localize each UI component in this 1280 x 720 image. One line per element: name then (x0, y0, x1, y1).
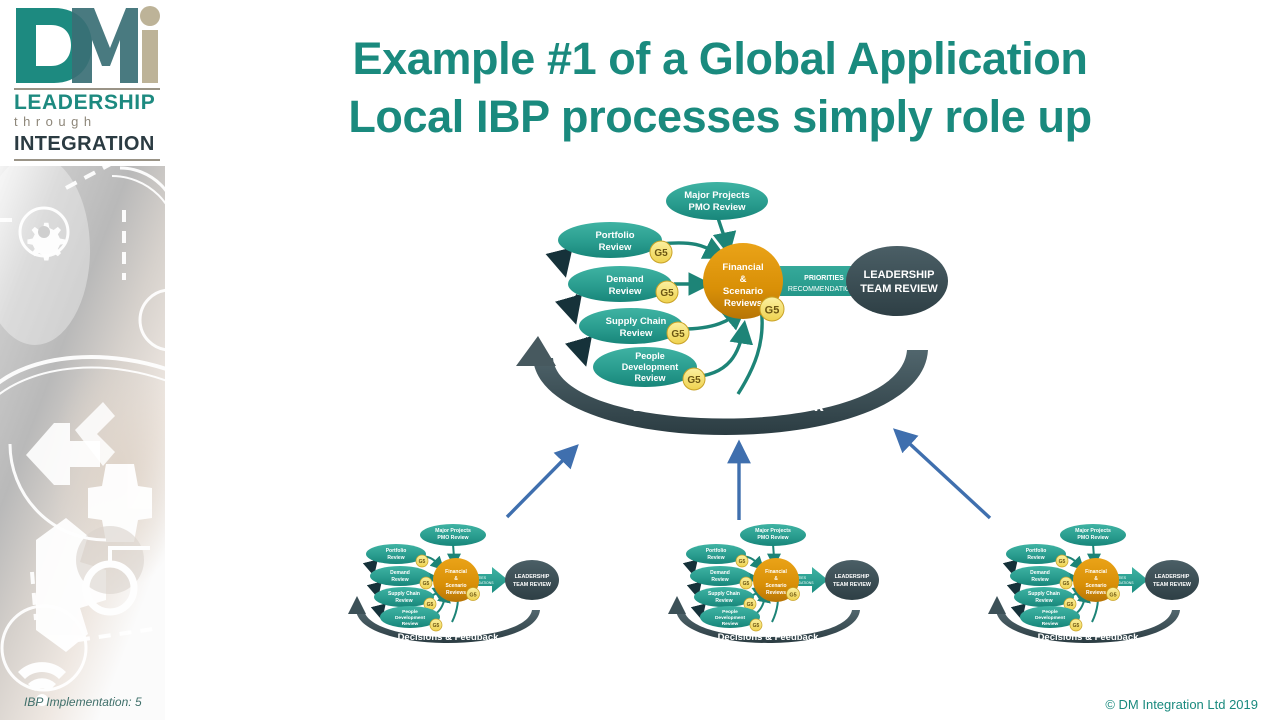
node-label-line-1: Demand (606, 274, 644, 285)
logo-through-text: through (14, 114, 97, 129)
priorities-arrow-label-2: RECOMMENDATIONS (788, 286, 861, 293)
node-label-line-1: Portfolio (595, 230, 634, 241)
node-label-line-1: Supply Chain (606, 316, 667, 327)
pmo-to-hub-connector (712, 217, 737, 257)
roll-up-arrow-right (893, 428, 992, 520)
logo-integration-text: INTEGRATION (14, 133, 155, 155)
node-label-line-2: TEAM REVIEW (860, 283, 938, 295)
node-leadership-team-review[interactable]: LEADERSHIP TEAM REVIEW (846, 246, 948, 316)
node-label-line-1: Financial (722, 262, 763, 273)
node-label-line-2: Development (622, 362, 679, 372)
stack-sequence-arrows (545, 246, 592, 367)
feedback-arc: Decisions & Feedback (516, 336, 928, 436)
page-title: Example #1 of a Global Application Local… (180, 30, 1260, 146)
gate-label: G5 (660, 288, 674, 299)
node-demand-review[interactable]: Demand Review (568, 266, 672, 302)
local-process-left[interactable] (348, 524, 559, 643)
gate-badge-portfolio: G5 (649, 240, 673, 264)
node-people-development-review[interactable]: People Development Review (593, 347, 697, 387)
logo-leadership-text: LEADERSHIP (14, 91, 156, 114)
gate-badge-people-development: G5 (682, 367, 706, 391)
title-line-1: Example #1 of a Global Application (352, 33, 1088, 84)
node-label-line-2: Review (599, 242, 632, 253)
footer-copyright: © DM Integration Ltd 2019 (1105, 697, 1258, 712)
node-label-line-2: Review (609, 286, 642, 297)
node-label-line-1: LEADERSHIP (864, 269, 935, 281)
gate-badge-demand: G5 (655, 280, 679, 304)
main-process-diagram: Decisions & Feedback PRIORITIES RECOMMEN… (516, 182, 948, 436)
node-label-line-1: People (635, 351, 665, 361)
local-process-center[interactable] (668, 524, 879, 643)
logo: LEADERSHIP through INTEGRATION (0, 0, 165, 166)
roll-up-arrow-left (505, 444, 579, 519)
node-label-line-2: Review (620, 328, 653, 339)
local-process-right[interactable] (988, 524, 1199, 643)
gate-label: G5 (654, 248, 668, 259)
gate-label: G5 (671, 329, 685, 340)
priorities-arrow-label-1: PRIORITIES (804, 275, 844, 282)
gate-label: G5 (687, 375, 701, 386)
node-label-line-2: PMO Review (688, 202, 746, 213)
logo-dmi-mark (16, 6, 160, 83)
footer-slide-label: IBP Implementation: 5 (24, 695, 142, 709)
title-line-2: Local IBP processes simply role up (348, 91, 1092, 142)
node-label-line-3: Scenario (723, 286, 763, 297)
gate-badge-supply-chain: G5 (666, 321, 690, 345)
gate-badge-financial-scenario: G5 (759, 296, 785, 322)
gate-label: G5 (765, 305, 780, 317)
logo-divider-top (14, 88, 160, 90)
node-label-line-4: Reviews (724, 298, 762, 309)
node-label-line-1: Major Projects (684, 190, 749, 201)
node-supply-chain-review[interactable]: Supply Chain Review (579, 308, 683, 344)
node-major-projects-pmo-review[interactable]: Major Projects PMO Review (666, 182, 768, 220)
feedback-arc-label: Decisions & Feedback (632, 395, 824, 415)
node-label-line-3: Review (634, 373, 666, 383)
logo-divider-bottom (14, 159, 160, 161)
node-financial-scenario-reviews[interactable]: Financial & Scenario Reviews (703, 243, 783, 319)
node-label-line-2: & (740, 274, 747, 285)
roll-up-arrows (505, 428, 992, 520)
node-portfolio-review[interactable]: Portfolio Review (558, 222, 662, 258)
